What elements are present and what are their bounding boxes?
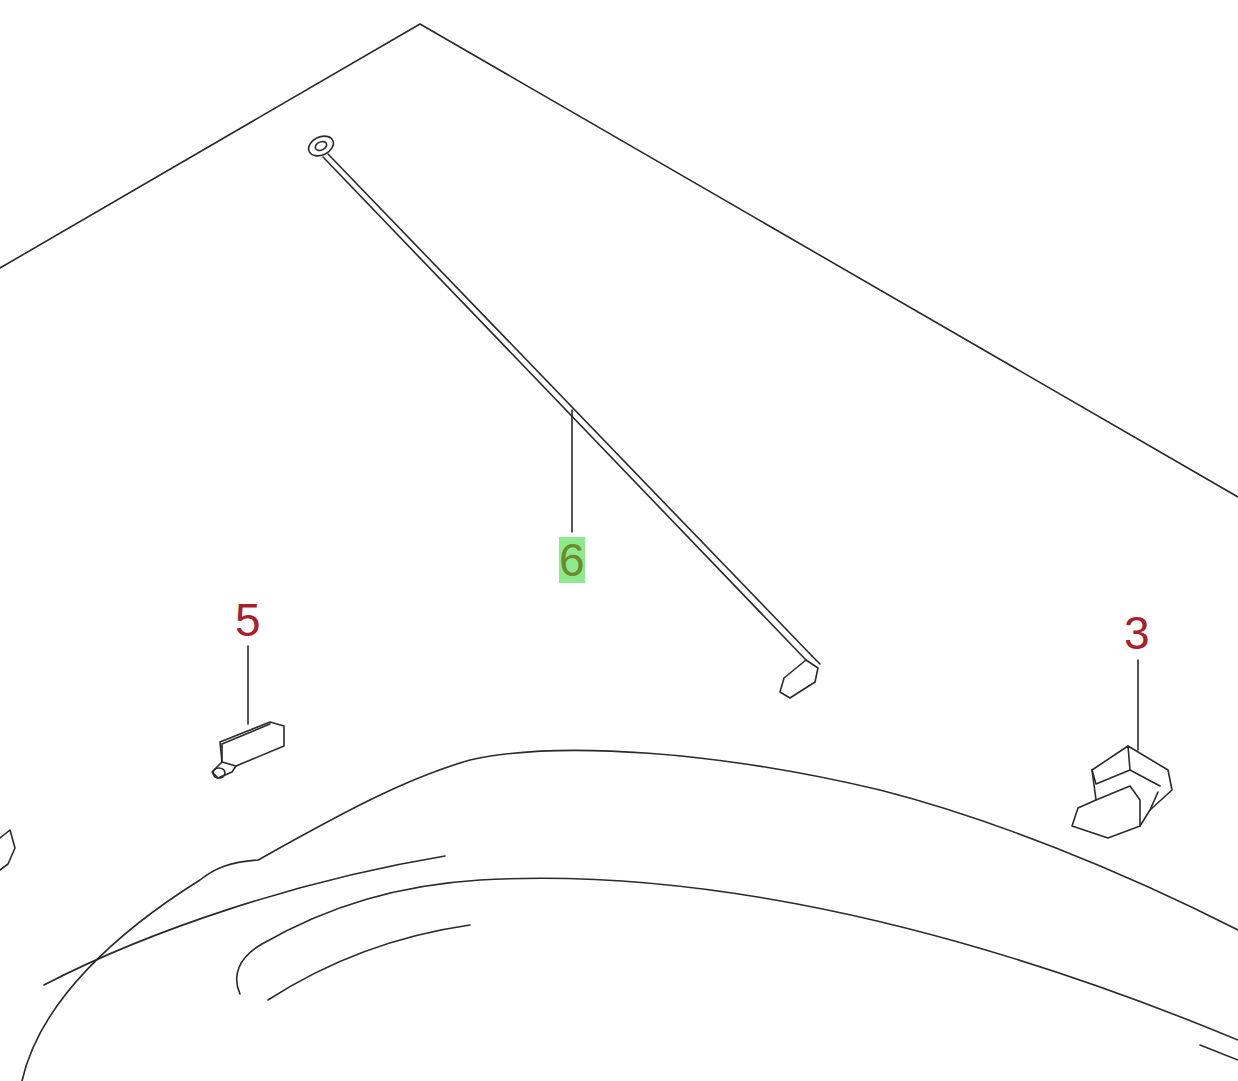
support-rod: [305, 132, 820, 698]
headliner: [22, 750, 1238, 1081]
leader-line: [571, 410, 573, 532]
callout-wrap: 5: [235, 597, 261, 643]
clip-part: [0, 830, 15, 870]
leader-line: [1137, 660, 1139, 750]
callout-number: 5: [235, 597, 261, 643]
leader-line: [247, 646, 249, 724]
callout-number: 3: [1124, 610, 1150, 656]
callout-wrap: 3: [1124, 610, 1150, 656]
callout-number: 6: [559, 537, 585, 583]
clip-part: [212, 722, 284, 778]
roof-panel-outline: [0, 24, 1238, 497]
clip-part: [1072, 746, 1172, 838]
callout-wrap: 6: [559, 537, 585, 583]
